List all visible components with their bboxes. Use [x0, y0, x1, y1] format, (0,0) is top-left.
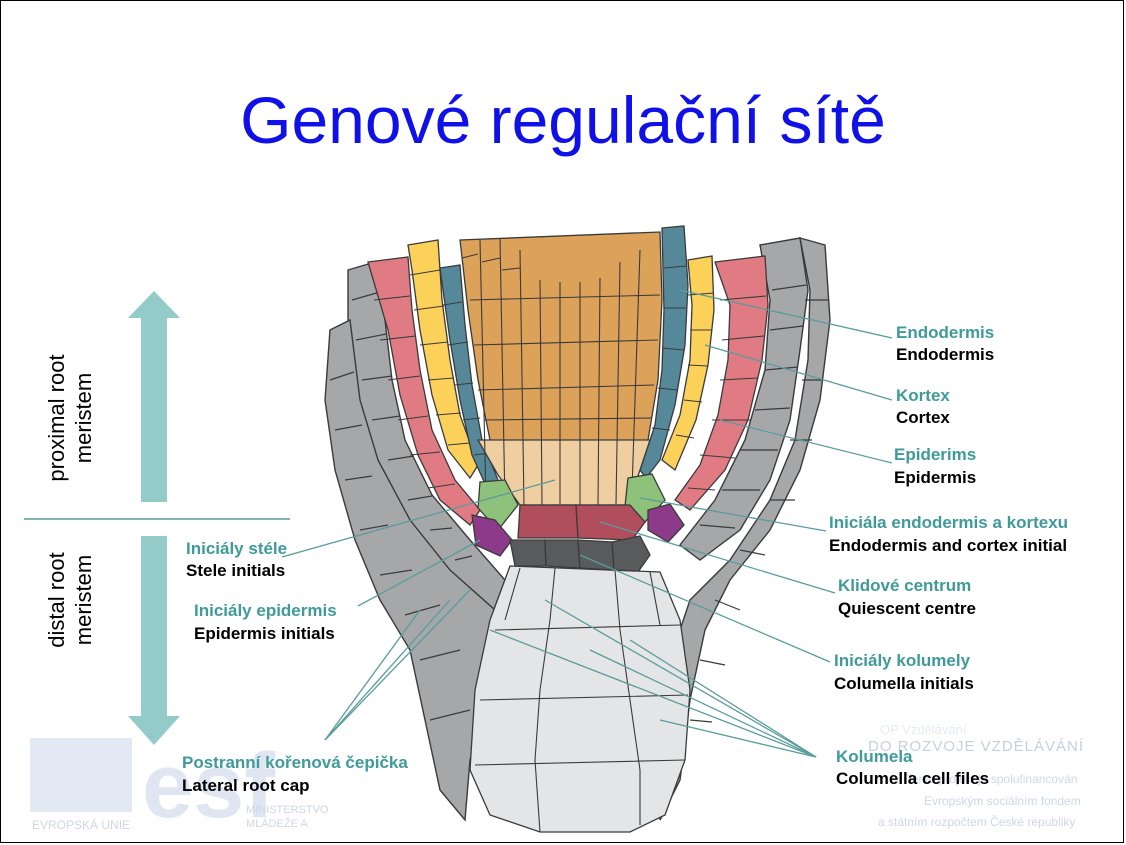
cortex-cells [407, 239, 715, 480]
label-quiescent-cz: Klidové centrum [838, 576, 972, 595]
endodermis-divisions [442, 265, 687, 456]
label-columella-en: Columella cell files [836, 769, 990, 788]
label-quiescent-en: Quiescent centre [838, 599, 976, 618]
slide-title: Genové regulační sítě [240, 83, 886, 157]
columella-divisions [474, 567, 689, 833]
label-initial-endo-cortex-en: Endodermis and cortex initial [829, 536, 1068, 555]
label-epidermis-initials-cz: Iniciály epidermis [194, 601, 337, 620]
epidermis-divisions [373, 295, 767, 491]
footer-ministry-2: MLÁDEŽE A [246, 818, 308, 830]
footer-right-3: Evropským sociálním fondem [924, 794, 1081, 808]
label-epidermis-cz: Epiderims [894, 445, 977, 464]
distal-axis-label: distal root meristem [43, 505, 99, 695]
footer-op: OP Vzdělávání [880, 722, 967, 737]
footer-right-4: a státním rozpočtem České republiky [878, 815, 1076, 829]
proximal-line-2: meristem [71, 372, 96, 464]
distal-arrow [128, 536, 180, 745]
label-columella-cz: Kolumela [836, 747, 913, 766]
footer-right-1: DO ROZVOJE VZDĚLÁVÁNÍ [868, 738, 1085, 755]
footer-ministry-1: MINISTERSTVO [246, 804, 329, 816]
label-columella-initials-cz: Iniciály kolumely [834, 651, 971, 670]
columella-initials [509, 535, 651, 573]
label-lateral-cap-en: Lateral root cap [182, 776, 310, 795]
label-epidermis-initials-en: Epidermis initials [194, 624, 335, 643]
label-kortex-cz: Kortex [896, 386, 950, 405]
label-stele-initials-cz: Iniciály stéle [186, 539, 288, 558]
footer-eu: EVROPSKÁ UNIE [32, 818, 131, 832]
cortex-divisions [409, 269, 715, 446]
initial-cells [471, 473, 685, 557]
footer-right-2: Tento projekt je spolufinancován [906, 772, 1078, 786]
label-endodermis-cz: Endodermis [896, 323, 995, 342]
columella [469, 565, 691, 833]
label-endodermis-en: Endodermis [896, 345, 995, 364]
label-lateral-cap-cz: Postranní kořenová čepička [182, 753, 408, 772]
pointer-lines [281, 289, 893, 758]
label-epidermis-en: Epidermis [894, 468, 977, 487]
proximal-line-1: proximal root [44, 354, 69, 482]
stele [459, 231, 663, 506]
label-stele-initials-en: Stele initials [186, 561, 286, 580]
footer-esf-logo: esf [142, 735, 275, 837]
distal-line-2: meristem [71, 554, 96, 646]
stele-divisions [461, 237, 661, 506]
label-initial-endo-cortex-cz: Iniciála endodermis a kortexu [829, 513, 1069, 532]
lateral-cap-cells [329, 284, 828, 723]
distal-line-1: distal root [44, 552, 69, 648]
label-kortex-en: Cortex [896, 408, 950, 427]
proximal-arrow [128, 291, 180, 502]
label-columella-initials-en: Columella initials [834, 674, 974, 693]
proximal-axis-label: proximal root meristem [43, 323, 99, 513]
eu-flag [30, 738, 132, 812]
quiescent-centre [517, 504, 646, 541]
